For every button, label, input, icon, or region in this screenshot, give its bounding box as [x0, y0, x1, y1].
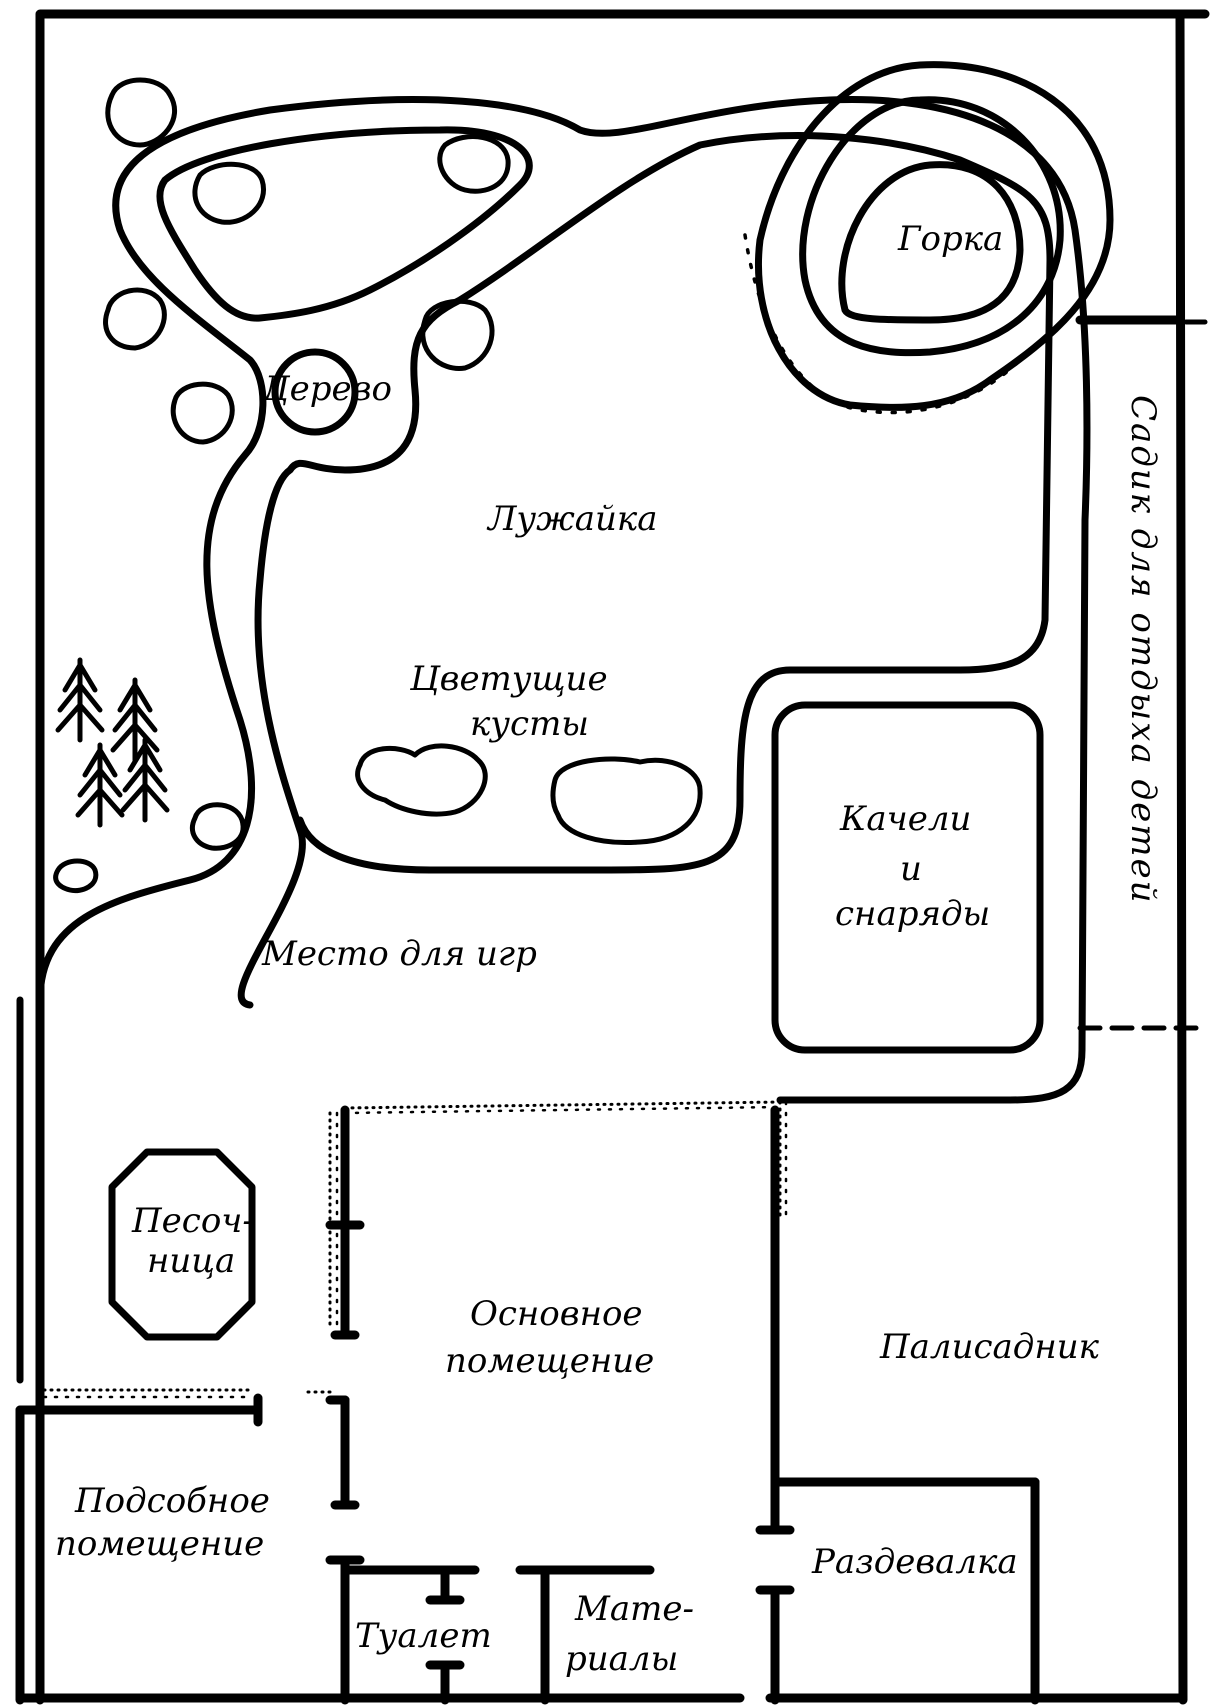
flowering-shrub-icon	[355, 743, 488, 817]
shrub-icon	[53, 858, 99, 894]
shrub-icon	[437, 134, 511, 194]
shrub-icon	[105, 77, 178, 148]
label-snaryady: снаряды	[835, 894, 990, 934]
label-derevo: Дерево	[260, 369, 392, 409]
label-materialy-2: риалы	[565, 1639, 678, 1679]
swings-area	[771, 701, 1044, 1054]
garden-path	[16, 96, 1091, 1384]
shrub-icon	[192, 161, 266, 225]
site-boundary	[35, 9, 1210, 1705]
hill	[743, 61, 1114, 415]
shrub-icon	[420, 298, 495, 371]
label-osnovnoe-1: Основное	[470, 1294, 643, 1334]
label-mesto: Место для игр	[261, 934, 537, 974]
building-walls	[15, 1105, 1188, 1705]
label-tualet: Туалет	[355, 1616, 492, 1656]
fir-tree-icon	[75, 742, 125, 828]
tree-area	[271, 348, 359, 436]
shrub-icon	[189, 802, 246, 851]
label-tsvetushchie: Цветущие	[409, 659, 608, 699]
label-razdevalka: Раздевалка	[811, 1542, 1018, 1582]
flowering-shrub-icon	[550, 756, 703, 846]
label-materialy-1: Мате-	[574, 1589, 694, 1629]
conifers	[55, 657, 170, 828]
label-palisadnik: Палисадник	[879, 1327, 1100, 1367]
hedges	[42, 1100, 788, 1399]
label-kusty: кусты	[470, 704, 589, 744]
shrub-icon	[170, 381, 235, 445]
fir-tree-icon	[55, 657, 105, 743]
label-osnovnoe-2: помещение	[445, 1341, 654, 1381]
fir-tree-icon	[110, 677, 160, 763]
label-luzhaika: Лужайка	[486, 499, 658, 539]
rest-garden-boundary	[1077, 319, 1208, 1031]
label-pesoch-1: Песоч-	[131, 1201, 254, 1241]
label-pesoch-2: ница	[147, 1241, 235, 1281]
label-i: и	[900, 849, 922, 889]
shrubs	[53, 77, 703, 894]
label-podsobnoe-2: помещение	[55, 1524, 264, 1564]
label-kacheli: Качели	[839, 799, 971, 839]
fir-tree-icon	[120, 737, 170, 823]
sandbox	[108, 1148, 256, 1341]
shrub-icon	[103, 287, 167, 351]
label-sadik: Садик для отдыха детей	[1123, 395, 1163, 905]
label-gorka: Горка	[897, 219, 1003, 259]
label-podsobnoe-1: Подсобное	[74, 1481, 270, 1521]
labels: Горка Дерево Лужайка Цветущие кусты Мест…	[55, 219, 1163, 1679]
